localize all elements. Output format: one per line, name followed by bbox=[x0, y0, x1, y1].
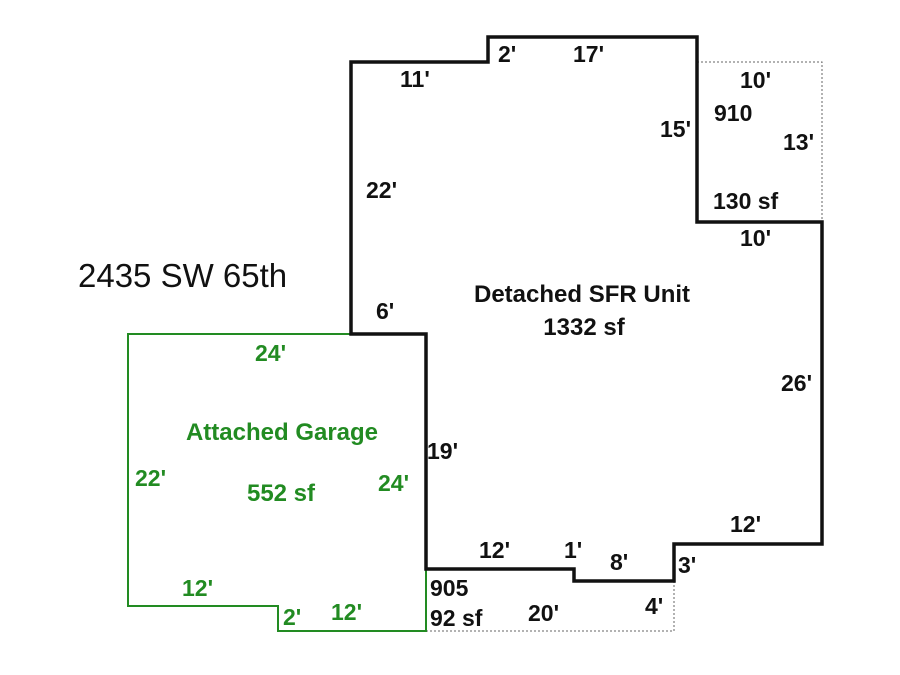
dim-top-step: 2' bbox=[498, 41, 516, 67]
garage-dim-bottom-right: 12' bbox=[331, 599, 362, 625]
house-name: Detached SFR Unit bbox=[474, 281, 690, 308]
dim-bottom-step: 1' bbox=[564, 537, 582, 563]
area-905-bottom-dim: 20' bbox=[528, 600, 559, 626]
area-905-outline bbox=[426, 581, 675, 632]
dim-right-lower-width: 12' bbox=[730, 511, 761, 537]
house-area: 1332 sf bbox=[543, 314, 625, 341]
dim-bottom-left-width: 12' bbox=[479, 537, 510, 563]
garage-dim-right: 24' bbox=[378, 470, 409, 496]
garage-area: 552 sf bbox=[247, 480, 316, 507]
garage-dim-top: 24' bbox=[255, 340, 286, 366]
house-outline bbox=[349, 35, 824, 583]
garage-dim-bottom-step: 2' bbox=[283, 604, 301, 630]
dim-top-left-width: 11' bbox=[400, 66, 430, 92]
area-910-outline bbox=[697, 61, 823, 222]
dim-bottom-right-step: 3' bbox=[678, 552, 696, 578]
dim-right-height: 26' bbox=[781, 370, 812, 396]
area-905-id: 905 bbox=[430, 575, 469, 601]
dim-bottom-mid-width: 8' bbox=[610, 549, 628, 575]
area-910-area: 130 sf bbox=[713, 188, 779, 214]
area-910-side-dim: 13' bbox=[783, 129, 814, 155]
dim-lower-left-height: 19' bbox=[427, 438, 458, 464]
area-905-area: 92 sf bbox=[430, 605, 483, 631]
dim-notch-top: 10' bbox=[740, 225, 771, 251]
dim-right-upper-height: 15' bbox=[660, 116, 691, 142]
area-905-side-dim: 4' bbox=[645, 593, 663, 619]
garage-dim-bottom-left: 12' bbox=[182, 575, 213, 601]
dim-left-height: 22' bbox=[366, 177, 397, 203]
dim-left-step: 6' bbox=[376, 298, 394, 324]
dim-top-right-width: 17' bbox=[573, 41, 604, 67]
garage-name: Attached Garage bbox=[186, 419, 378, 446]
garage-dim-left: 22' bbox=[135, 465, 166, 491]
area-910-id: 910 bbox=[714, 100, 752, 126]
area-910-top-dim: 10' bbox=[740, 67, 771, 93]
address-label: 2435 SW 65th bbox=[78, 257, 287, 294]
